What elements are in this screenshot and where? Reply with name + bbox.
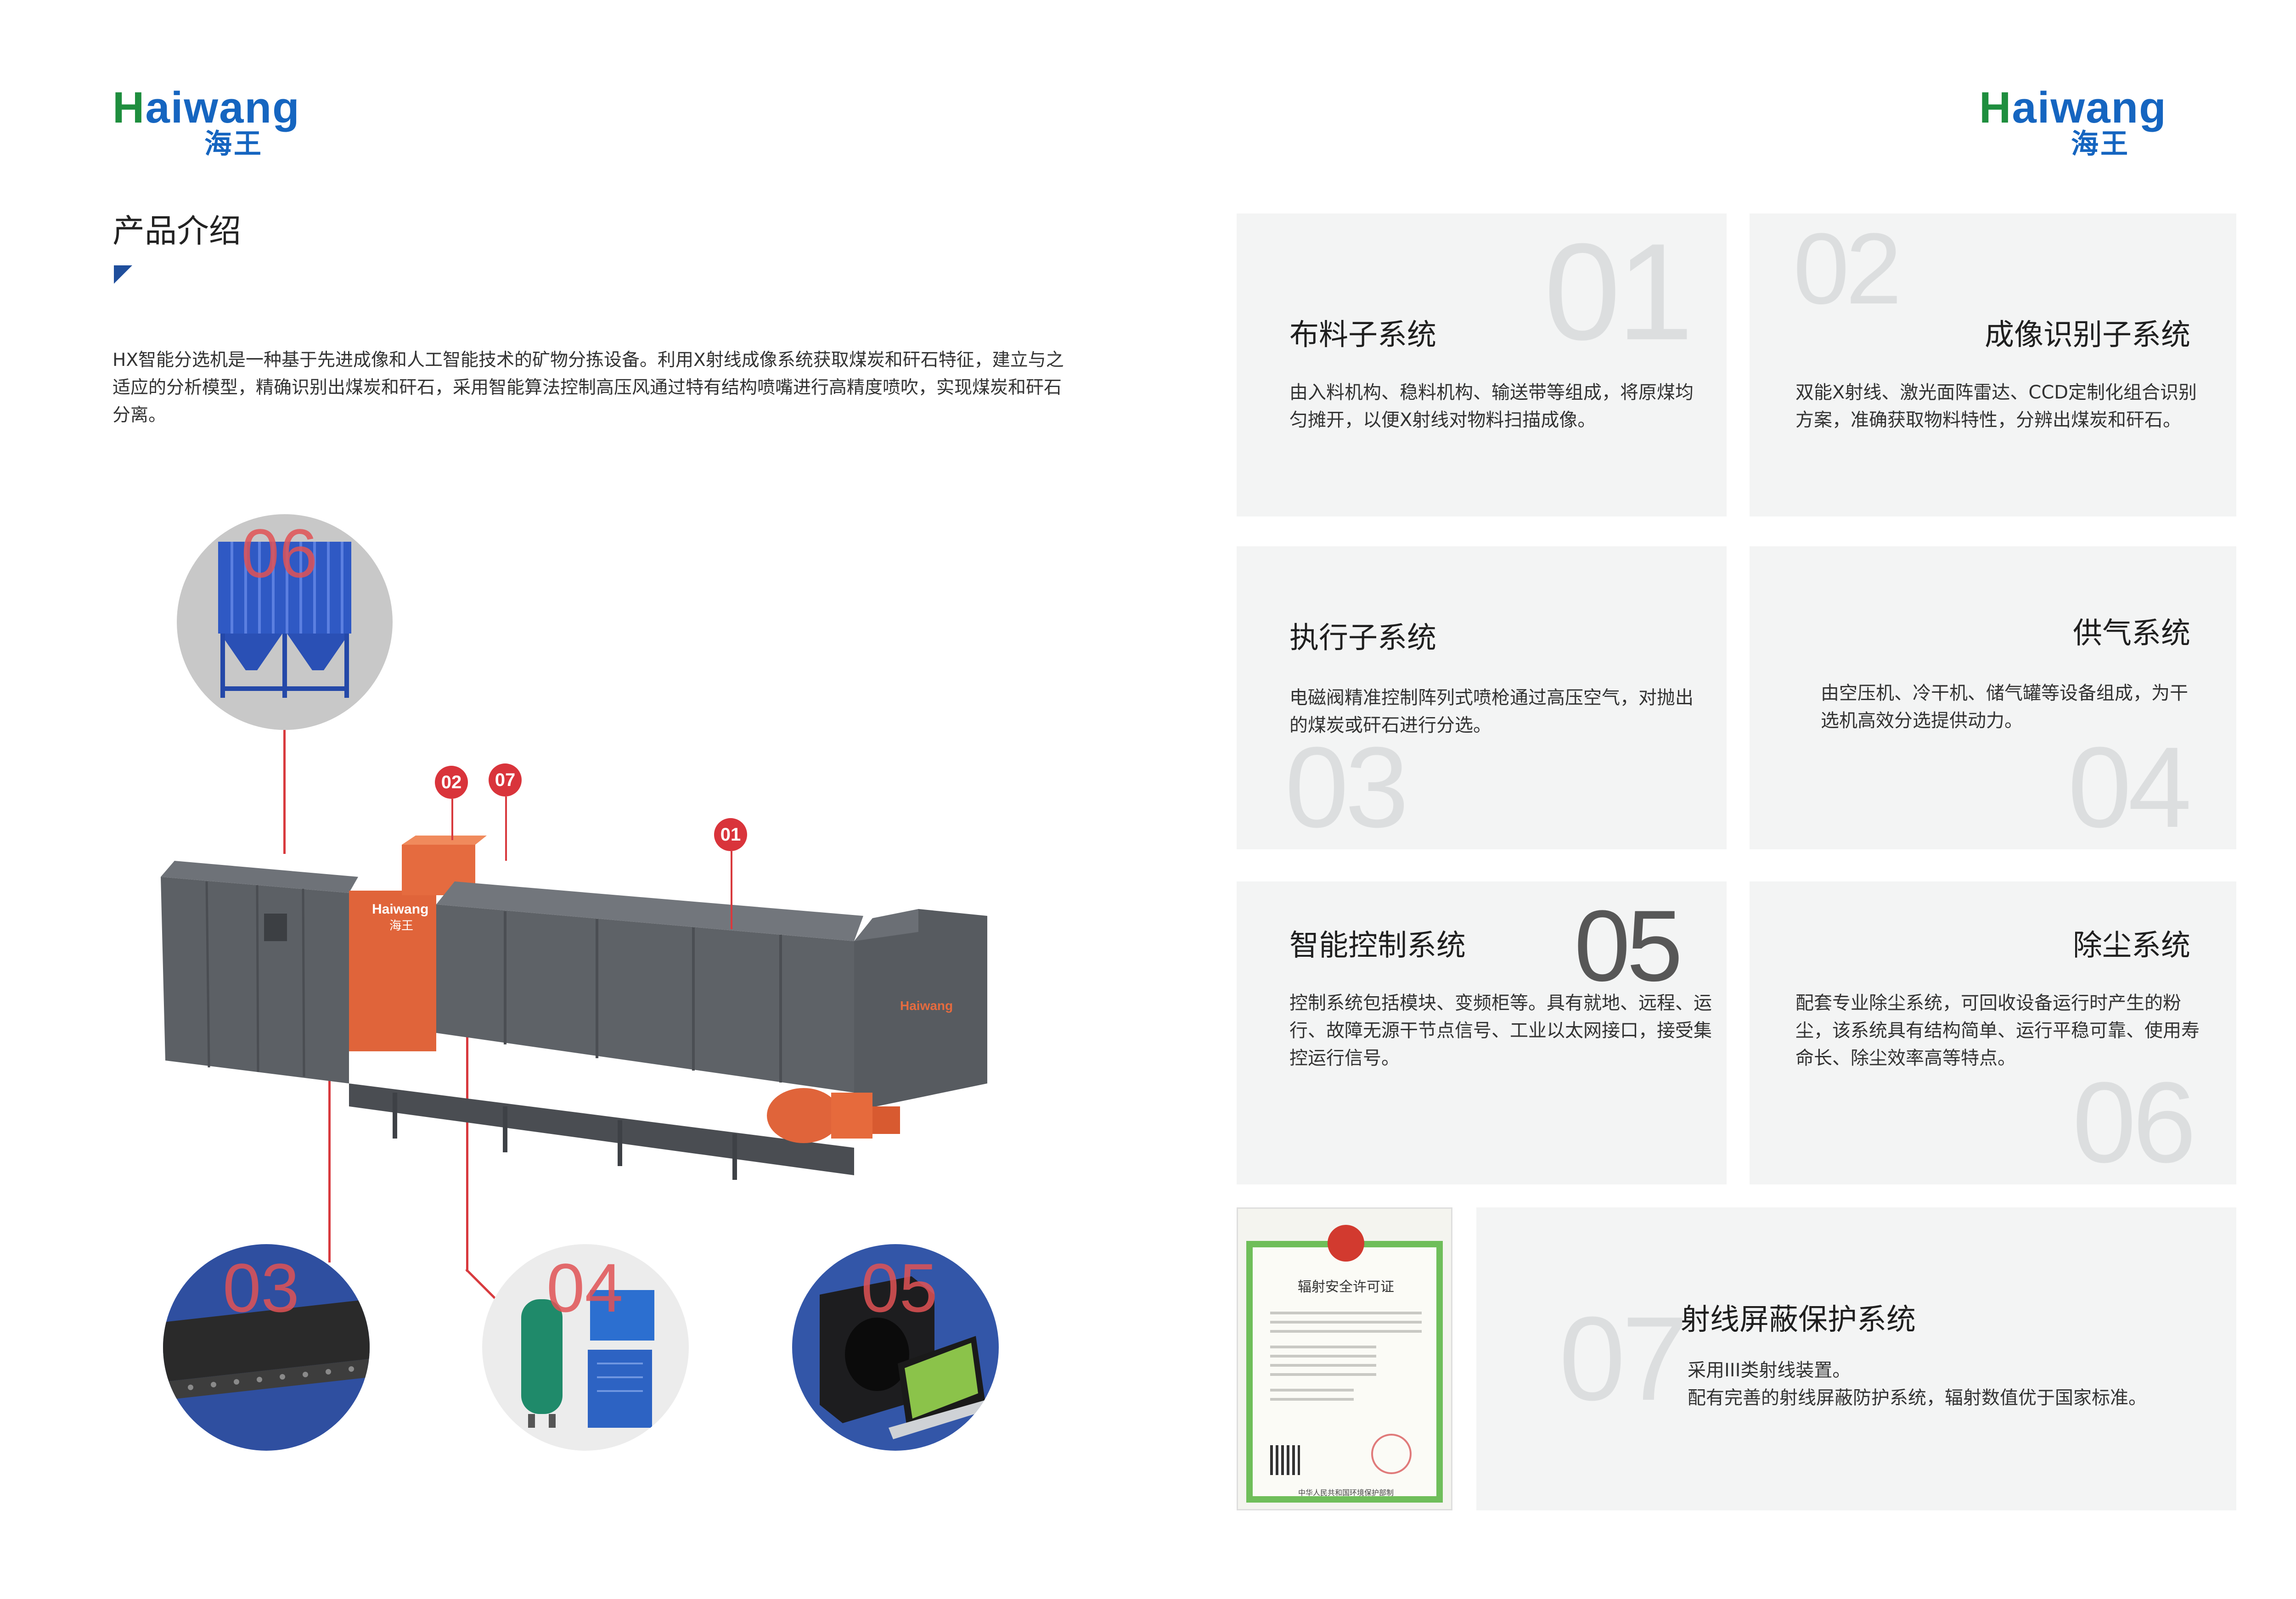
svg-text:Haiwang: Haiwang <box>900 999 953 1013</box>
card-description: 电磁阀精准控制阵列式喷枪通过高压空气，对抛出的煤炭或矸石进行分选。 <box>1289 687 1694 736</box>
machine-badge: 01 <box>714 818 747 851</box>
machine-badge: 02 <box>435 766 468 799</box>
card-air-supply-system: 供气系统 由空压机、冷干机、储气罐等设备组成，为干选机高效分选提供动力。 04 <box>1750 546 2236 849</box>
card-control-system: 05 智能控制系统 控制系统包括模块、变频柜等。具有就地、远程、运行、故障无源干… <box>1237 881 1727 1184</box>
card-title: 供气系统 <box>2073 617 2190 651</box>
certificate-seal-icon <box>1371 1434 1412 1474</box>
card-description: 配套专业除尘系统，可回收设备运行时产生的粉尘，该系统具有结构简单、运行平稳可靠、… <box>1795 993 2200 1069</box>
card-number: 07 <box>1559 1292 1688 1425</box>
radiation-license-certificate: 辐射安全许可证 中华人民共和国环境保护部制 <box>1237 1207 1452 1510</box>
circle-dust-collector: 06 <box>177 514 393 730</box>
circle-control: 05 <box>792 1244 999 1451</box>
circle-compressor: 04 <box>482 1244 689 1451</box>
card-number: 01 <box>1544 214 1694 369</box>
section-title: 产品介绍 <box>113 212 241 250</box>
circle-label: 06 <box>241 515 318 592</box>
card-number: 04 <box>2067 723 2192 851</box>
card-description: 控制系统包括模块、变频柜等。具有就地、远程、运行、故障无源干节点信号、工业以太网… <box>1289 993 1712 1069</box>
circle-label: 03 <box>223 1249 299 1326</box>
card-title: 除尘系统 <box>2073 929 2190 963</box>
card-description: 由空压机、冷干机、储气罐等设备组成，为干选机高效分选提供动力。 <box>1821 683 2188 731</box>
dust-collector-icon <box>218 542 351 698</box>
badge-connector <box>505 797 507 861</box>
intro-paragraph: HX智能分选机是一种基于先进成像和人工智能技术的矿物分拣设备。利用X射线成像系统… <box>113 350 1064 426</box>
circle-nozzle: 03 <box>163 1244 370 1451</box>
card-title: 布料子系统 <box>1289 318 1436 352</box>
leader-line <box>466 1028 468 1272</box>
badge-connector <box>451 799 453 840</box>
card-title: 射线屏蔽保护系统 <box>1681 1303 1916 1337</box>
card-radiation-shielding-system: 07 射线屏蔽保护系统 采用III类射线装置。 配有完善的射线屏蔽防护系统，辐射… <box>1476 1207 2236 1510</box>
circle-label: 05 <box>861 1249 938 1326</box>
leader-line <box>328 1038 331 1262</box>
card-description: 由入料机构、稳料机构、输送带等组成，将原煤均匀摊开，以便X射线对物料扫描成像。 <box>1289 382 1694 431</box>
brand-logo-word: Haiwang <box>1979 83 2167 132</box>
compressor-icon <box>521 1290 654 1428</box>
national-emblem-icon <box>1328 1225 1364 1262</box>
brand-logo-left: Haiwang 海王 <box>113 83 370 160</box>
card-number: 03 <box>1285 723 1409 851</box>
card-execution-system: 执行子系统 电磁阀精准控制阵列式喷枪通过高压空气，对抛出的煤炭或矸石进行分选。 … <box>1237 546 1727 849</box>
brand-logo-cn: 海王 <box>204 128 263 160</box>
card-number: 05 <box>1574 889 1683 1002</box>
card-imaging-system: 02 成像识别子系统 双能X射线、激光面阵雷达、CCD定制化组合识别方案，准确获… <box>1750 213 2236 516</box>
certificate-footer: 中华人民共和国环境保护部制 <box>1298 1488 1394 1497</box>
machine-badge: 07 <box>489 763 522 797</box>
title-marker-icon <box>114 265 132 284</box>
card-number: 02 <box>1793 212 1902 325</box>
brand-logo-cn: 海王 <box>2071 128 2130 160</box>
machine-logo-cn: 海王 <box>389 919 413 933</box>
circle-label: 04 <box>546 1249 623 1326</box>
card-description-line-1: 采用III类射线装置。 <box>1688 1360 1851 1381</box>
card-description-line-2: 配有完善的射线屏蔽防护系统，辐射数值优于国家标准。 <box>1688 1387 2147 1408</box>
machine-logo: Haiwang <box>372 902 428 917</box>
nozzle-icon <box>163 1299 370 1400</box>
card-dust-removal-system: 除尘系统 配套专业除尘系统，可回收设备运行时产生的粉尘，该系统具有结构简单、运行… <box>1750 881 2236 1184</box>
leader-line <box>283 730 286 854</box>
certificate-title: 辐射安全许可证 <box>1298 1279 1394 1295</box>
brand-logo-word: Haiwang <box>113 83 300 132</box>
card-title: 智能控制系统 <box>1289 929 1466 963</box>
card-description: 双能X射线、激光面阵雷达、CCD定制化组合识别方案，准确获取物料特性，分辨出煤炭… <box>1795 382 2197 431</box>
card-title: 成像识别子系统 <box>1985 318 2190 352</box>
certificate-body <box>1270 1305 1422 1443</box>
leader-line-diagonal <box>465 1268 499 1302</box>
badge-connector <box>731 851 732 929</box>
brand-logo-right: Haiwang 海王 <box>1979 83 2236 160</box>
certificate-qr-icon <box>1270 1445 1300 1475</box>
card-number: 06 <box>2072 1058 2196 1186</box>
control-cabinet-icon <box>820 1276 990 1439</box>
card-feeding-system: 01 布料子系统 由入料机构、稳料机构、输送带等组成，将原煤均匀摊开，以便X射线… <box>1237 213 1727 516</box>
card-title: 执行子系统 <box>1289 621 1436 655</box>
sorting-machine-illustration: Haiwang 海王 Haiwang <box>161 836 987 1180</box>
